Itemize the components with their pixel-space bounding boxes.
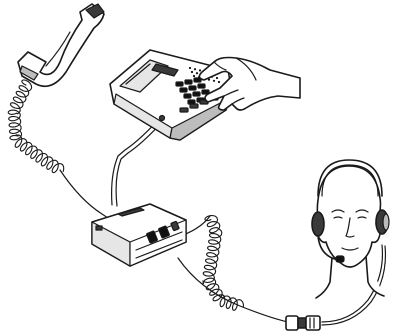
handset-cord-lead — [60, 170, 108, 218]
telephone-handset-icon — [18, 4, 104, 86]
grille-hole — [218, 81, 220, 83]
microphone — [336, 256, 344, 262]
function-key — [180, 108, 188, 112]
keypad-key — [180, 88, 187, 92]
amp-cord-lead-low — [178, 258, 288, 322]
headset-amplifier-icon — [92, 204, 186, 266]
keypad-key — [198, 84, 205, 88]
grille-hole — [213, 80, 215, 82]
grille-hole — [196, 72, 198, 74]
phone-to-amp-cable-2 — [116, 121, 163, 206]
grille-hole — [191, 71, 193, 73]
keypad-key — [189, 86, 196, 90]
handset-coiled-cord — [8, 80, 63, 173]
phone-jack — [160, 116, 165, 121]
cable-connector-icon — [286, 316, 320, 330]
amp-port — [96, 226, 102, 230]
grille-hole — [193, 75, 195, 77]
keypad-key — [176, 82, 183, 86]
grille-hole — [189, 67, 191, 69]
keypad-key — [185, 80, 192, 84]
keypad-key — [193, 92, 200, 96]
amplifier-coiled-cord — [203, 216, 243, 311]
left-ear-pad — [312, 212, 324, 236]
headset-wearer-icon — [312, 160, 389, 298]
grille-hole — [199, 69, 201, 71]
function-key — [190, 104, 198, 108]
keypad-key — [184, 94, 191, 98]
grille-hole — [194, 68, 196, 70]
grille-hole — [216, 77, 218, 79]
